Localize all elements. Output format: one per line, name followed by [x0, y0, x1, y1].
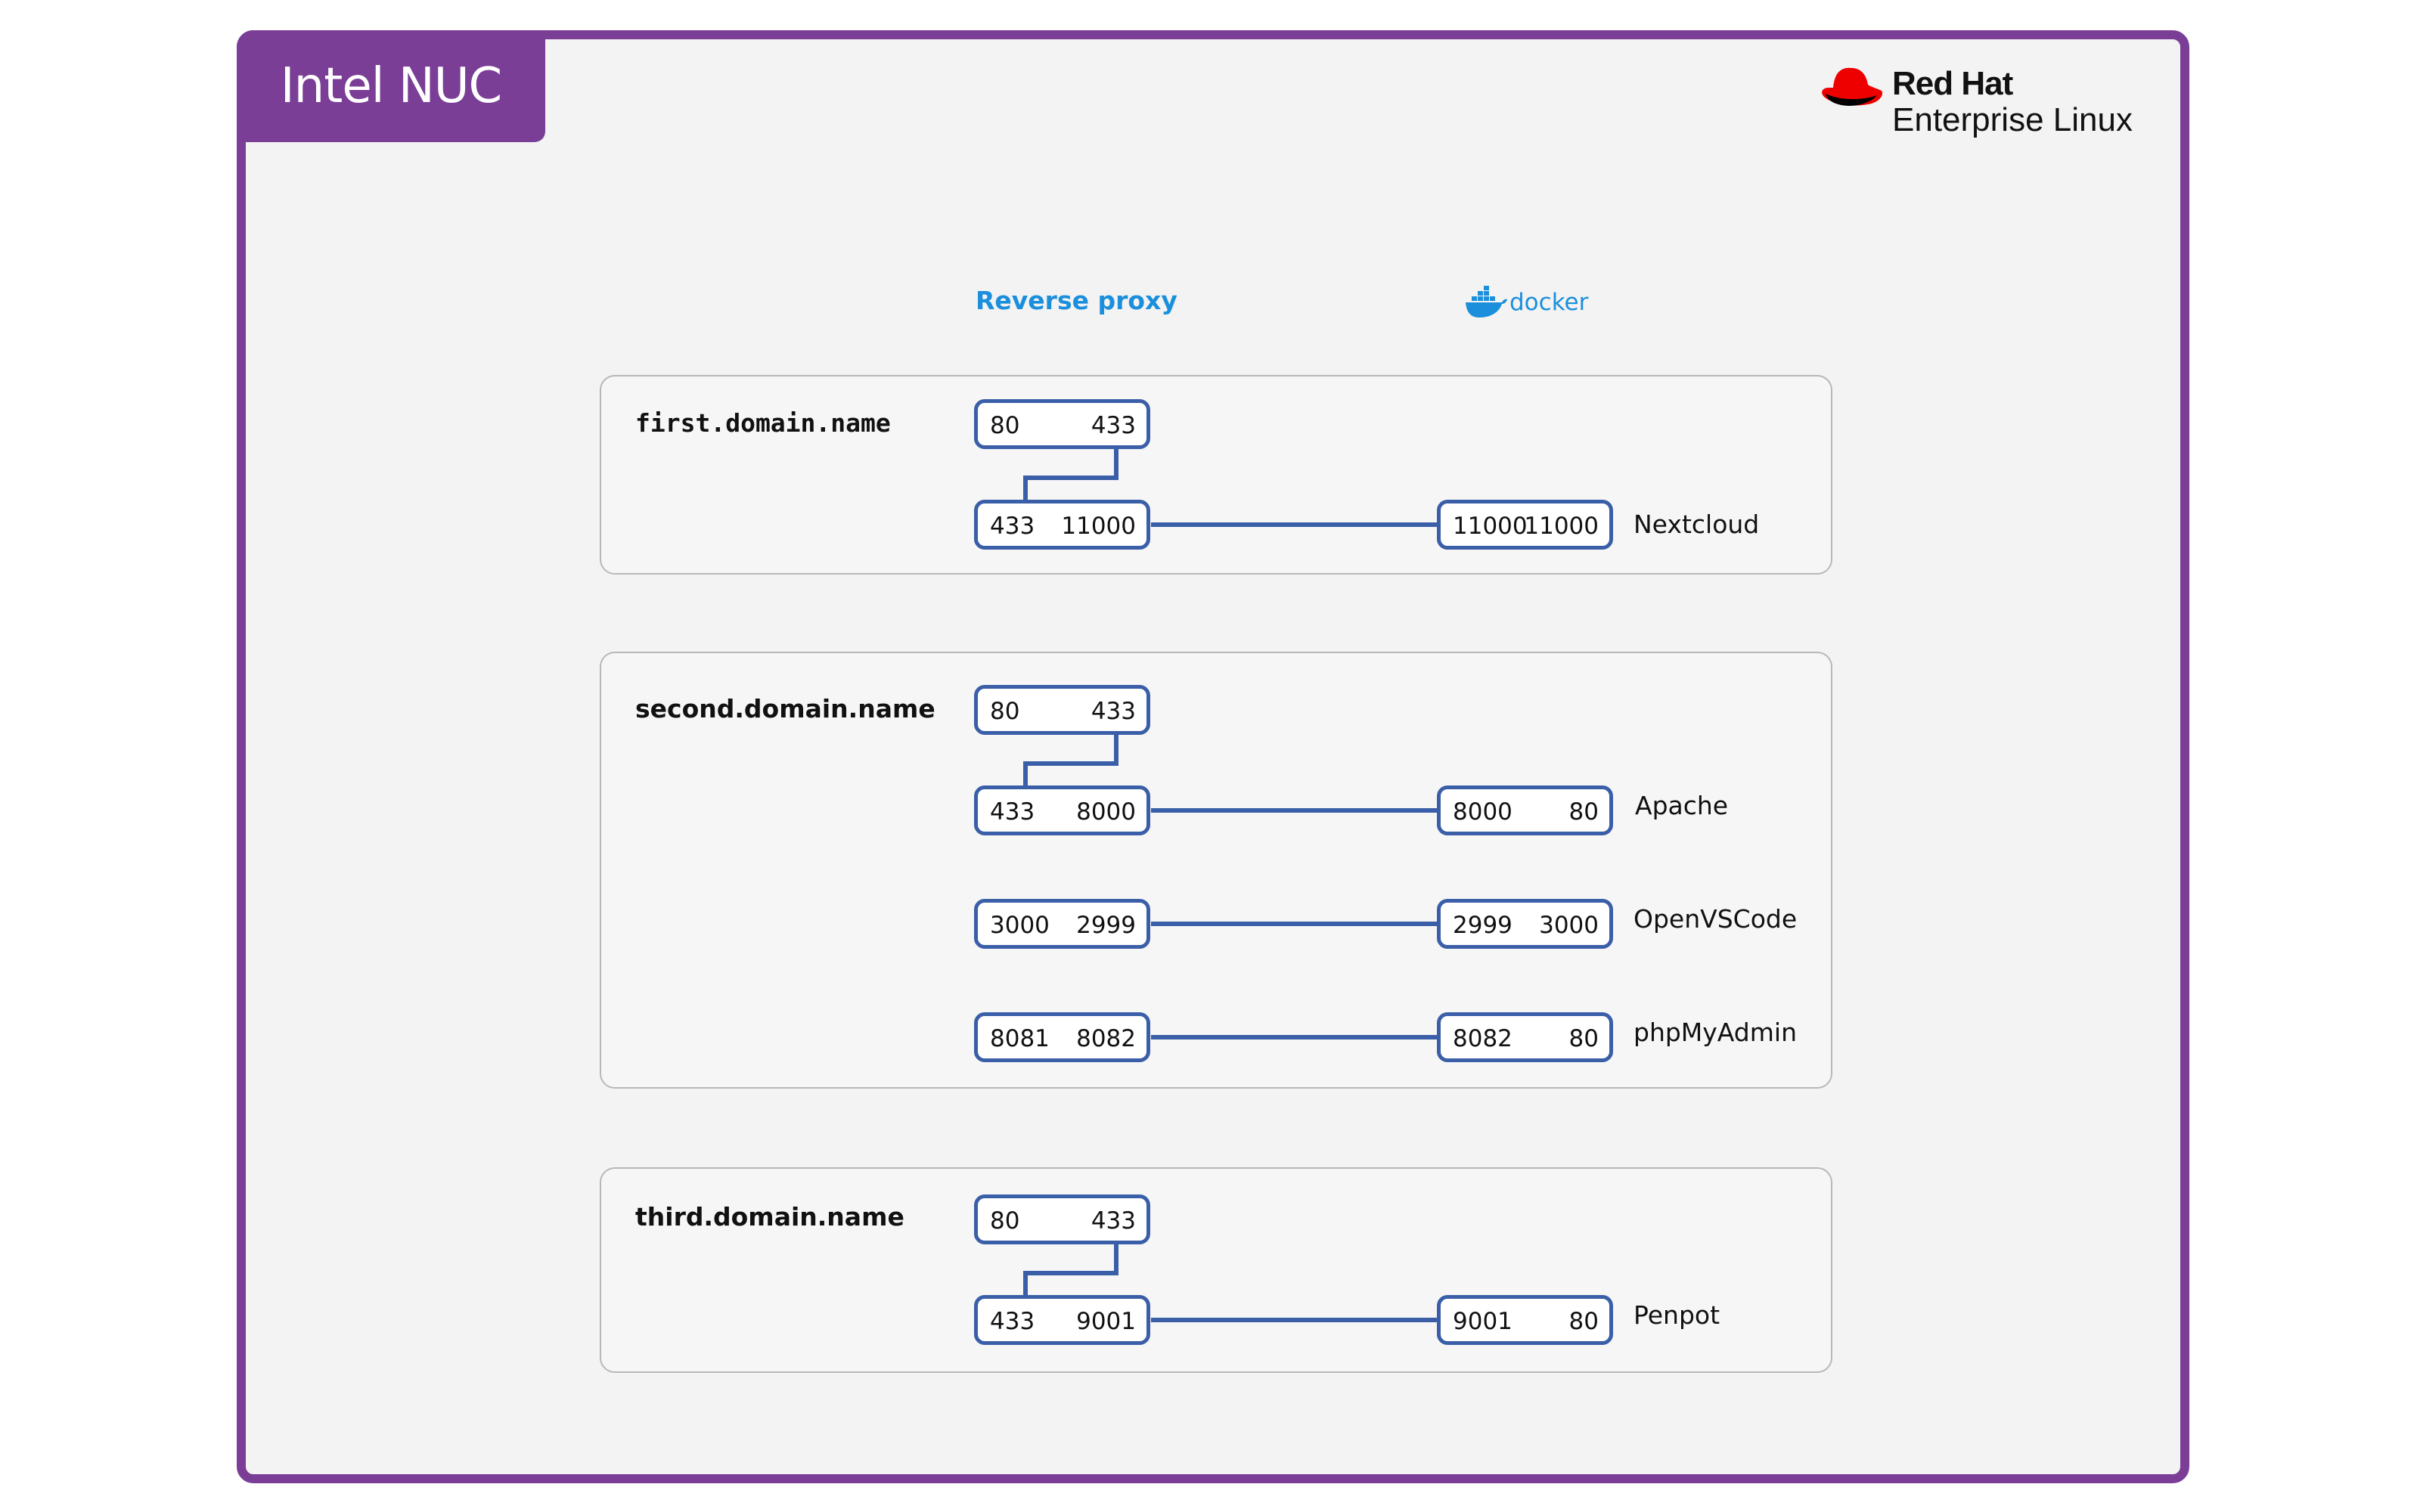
domain-panel-first	[600, 375, 1832, 575]
docker-logo: docker	[1464, 284, 1600, 322]
host-tab: Intel NUC	[237, 30, 545, 142]
service-name: Penpot	[1634, 1300, 1720, 1330]
port-number: 11000	[1453, 513, 1528, 540]
container-port-box: 2999 3000	[1437, 899, 1613, 949]
port-number: 9001	[1076, 1308, 1136, 1335]
port-number: 80	[1568, 1308, 1599, 1335]
port-number: 8000	[1076, 798, 1136, 826]
reverse-proxy-header: Reverse proxy	[976, 286, 1177, 315]
red-hat-wordmark: Red Hat	[1892, 65, 2013, 102]
proxy-port-box: 433 8000	[974, 785, 1150, 835]
container-port-box: 9001 80	[1437, 1295, 1613, 1345]
docker-whale-icon	[1466, 286, 1507, 318]
port-number: 80	[990, 1207, 1020, 1235]
enterprise-linux-wordmark: Enterprise Linux	[1892, 101, 2133, 138]
proxy-port-box: 8081 8082	[974, 1012, 1150, 1062]
domain-panel-second	[600, 652, 1832, 1089]
port-number: 3000	[1539, 912, 1599, 939]
service-name: phpMyAdmin	[1634, 1018, 1797, 1047]
port-number: 8082	[1076, 1025, 1136, 1052]
domain-name: third.domain.name	[635, 1202, 904, 1232]
port-number: 8000	[1453, 798, 1512, 826]
port-number: 2999	[1076, 912, 1136, 939]
port-number: 8081	[990, 1025, 1050, 1052]
port-number: 433	[1091, 412, 1136, 439]
listener-port-box: 80 433	[974, 1194, 1150, 1244]
domain-name: second.domain.name	[635, 694, 935, 723]
red-hat-logo: Red Hat Enterprise Linux	[1818, 62, 2196, 153]
domain-name: first.domain.name	[635, 408, 891, 438]
port-number: 11000	[1524, 513, 1599, 540]
port-number: 433	[990, 798, 1035, 826]
port-number: 433	[1091, 1207, 1136, 1235]
port-number: 433	[1091, 698, 1136, 725]
port-number: 80	[990, 412, 1020, 439]
listener-port-box: 80 433	[974, 685, 1150, 735]
port-number: 80	[1568, 798, 1599, 826]
port-number: 3000	[990, 912, 1050, 939]
domain-panel-third	[600, 1167, 1832, 1373]
red-hat-icon	[1822, 67, 1883, 106]
port-number: 9001	[1453, 1308, 1512, 1335]
container-port-box: 8000 80	[1437, 785, 1613, 835]
container-port-box: 8082 80	[1437, 1012, 1613, 1062]
service-name: OpenVSCode	[1634, 904, 1798, 934]
container-port-box: 11000 11000	[1437, 500, 1613, 550]
port-number: 8082	[1453, 1025, 1512, 1052]
service-name: Apache	[1635, 791, 1729, 820]
service-name: Nextcloud	[1634, 510, 1760, 539]
host-name: Intel NUC	[280, 58, 502, 114]
proxy-port-box: 433 9001	[974, 1295, 1150, 1345]
listener-port-box: 80 433	[974, 399, 1150, 449]
port-number: 11000	[1061, 513, 1136, 540]
port-number: 433	[990, 513, 1035, 540]
port-number: 80	[990, 698, 1020, 725]
proxy-port-box: 3000 2999	[974, 899, 1150, 949]
port-number: 80	[1568, 1025, 1599, 1052]
port-number: 433	[990, 1308, 1035, 1335]
port-number: 2999	[1453, 912, 1512, 939]
docker-wordmark: docker	[1509, 289, 1589, 316]
proxy-port-box: 433 11000	[974, 500, 1150, 550]
